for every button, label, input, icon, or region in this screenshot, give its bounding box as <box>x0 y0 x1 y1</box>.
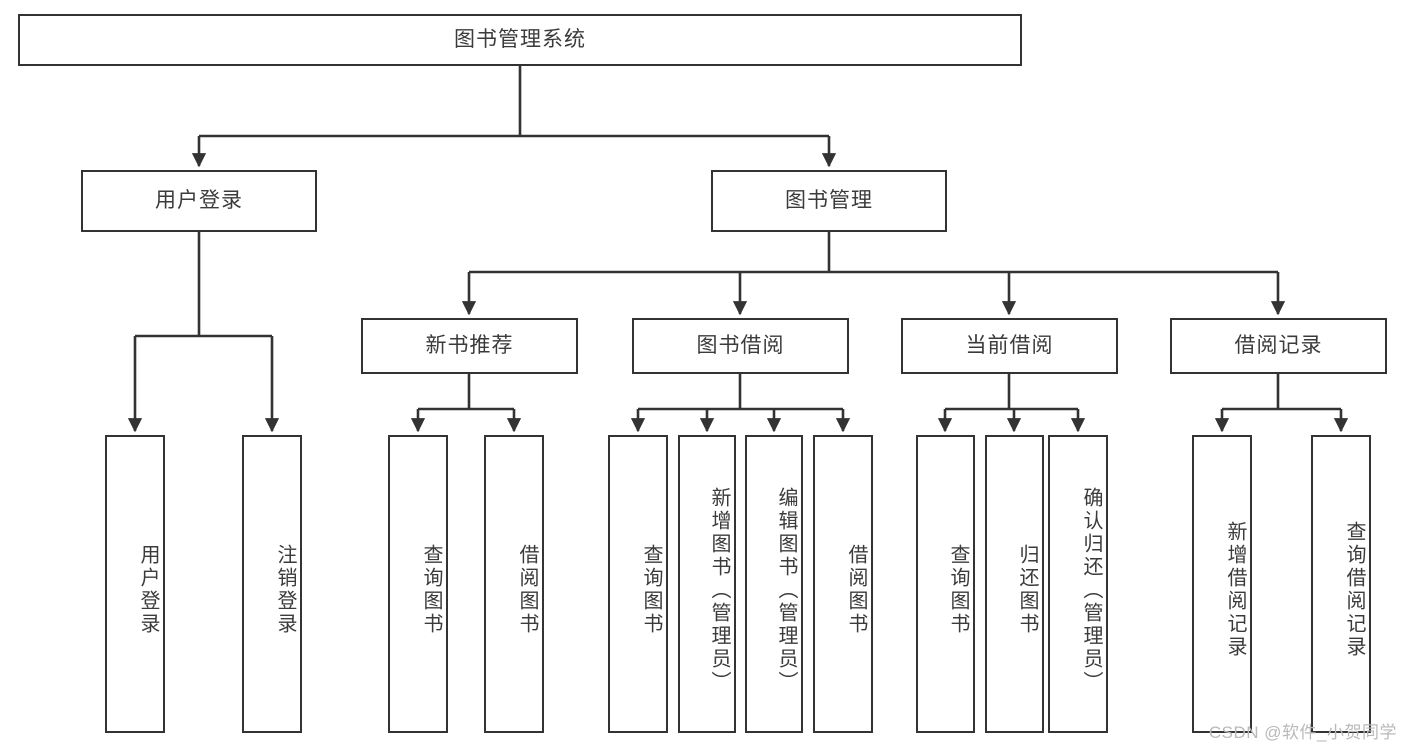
node-leaf-query-book-2-label: 查询图书 <box>640 544 662 636</box>
node-leaf-user-login-label: 用户登录 <box>137 544 159 636</box>
node-leaf-return-book-label: 归还图书 <box>1016 544 1038 636</box>
node-leaf-edit-book[interactable]: 编辑图书（管理员） <box>745 435 803 733</box>
node-leaf-query-book-1-label: 查询图书 <box>420 544 442 636</box>
node-leaf-borrow-book-1-label: 借阅图书 <box>516 544 538 636</box>
node-book-manage-label: 图书管理 <box>785 189 873 213</box>
node-leaf-query-book-3[interactable]: 查询图书 <box>916 435 975 733</box>
node-leaf-query-book-2[interactable]: 查询图书 <box>608 435 668 733</box>
node-leaf-return-book[interactable]: 归还图书 <box>985 435 1044 733</box>
node-book-borrow[interactable]: 图书借阅 <box>632 318 849 374</box>
csdn-watermark: CSDN @软件_小贺同学 <box>1208 723 1397 742</box>
node-new-book-recommend[interactable]: 新书推荐 <box>361 318 578 374</box>
node-leaf-logout-label: 注销登录 <box>274 544 296 636</box>
node-leaf-query-record-label: 查询借阅记录 <box>1343 521 1365 659</box>
node-leaf-add-record[interactable]: 新增借阅记录 <box>1192 435 1252 733</box>
node-root-label: 图书管理系统 <box>454 28 586 52</box>
node-new-book-recommend-label: 新书推荐 <box>425 334 514 358</box>
node-leaf-add-book[interactable]: 新增图书（管理员） <box>678 435 736 733</box>
node-leaf-query-book-1[interactable]: 查询图书 <box>388 435 448 733</box>
node-leaf-edit-book-label: 编辑图书（管理员） <box>775 486 797 694</box>
node-current-borrow-label: 当前借阅 <box>965 334 1054 358</box>
node-current-borrow[interactable]: 当前借阅 <box>901 318 1118 374</box>
node-book-manage[interactable]: 图书管理 <box>711 170 947 232</box>
node-leaf-borrow-book-2-label: 借阅图书 <box>845 544 867 636</box>
node-leaf-user-login[interactable]: 用户登录 <box>105 435 165 733</box>
node-borrow-record[interactable]: 借阅记录 <box>1170 318 1387 374</box>
node-root[interactable]: 图书管理系统 <box>18 14 1022 66</box>
node-leaf-confirm-return[interactable]: 确认归还（管理员） <box>1048 435 1108 733</box>
node-leaf-confirm-return-label: 确认归还（管理员） <box>1080 486 1102 694</box>
node-leaf-borrow-book-2[interactable]: 借阅图书 <box>813 435 873 733</box>
node-borrow-record-label: 借阅记录 <box>1234 334 1323 358</box>
node-leaf-add-book-label: 新增图书（管理员） <box>708 486 730 694</box>
node-leaf-logout[interactable]: 注销登录 <box>242 435 302 733</box>
node-leaf-query-record[interactable]: 查询借阅记录 <box>1311 435 1371 733</box>
node-leaf-query-book-3-label: 查询图书 <box>947 544 969 636</box>
node-book-borrow-label: 图书借阅 <box>696 334 785 358</box>
node-user-login-label: 用户登录 <box>155 189 243 213</box>
node-leaf-borrow-book-1[interactable]: 借阅图书 <box>484 435 544 733</box>
node-user-login[interactable]: 用户登录 <box>81 170 317 232</box>
node-leaf-add-record-label: 新增借阅记录 <box>1224 521 1246 659</box>
